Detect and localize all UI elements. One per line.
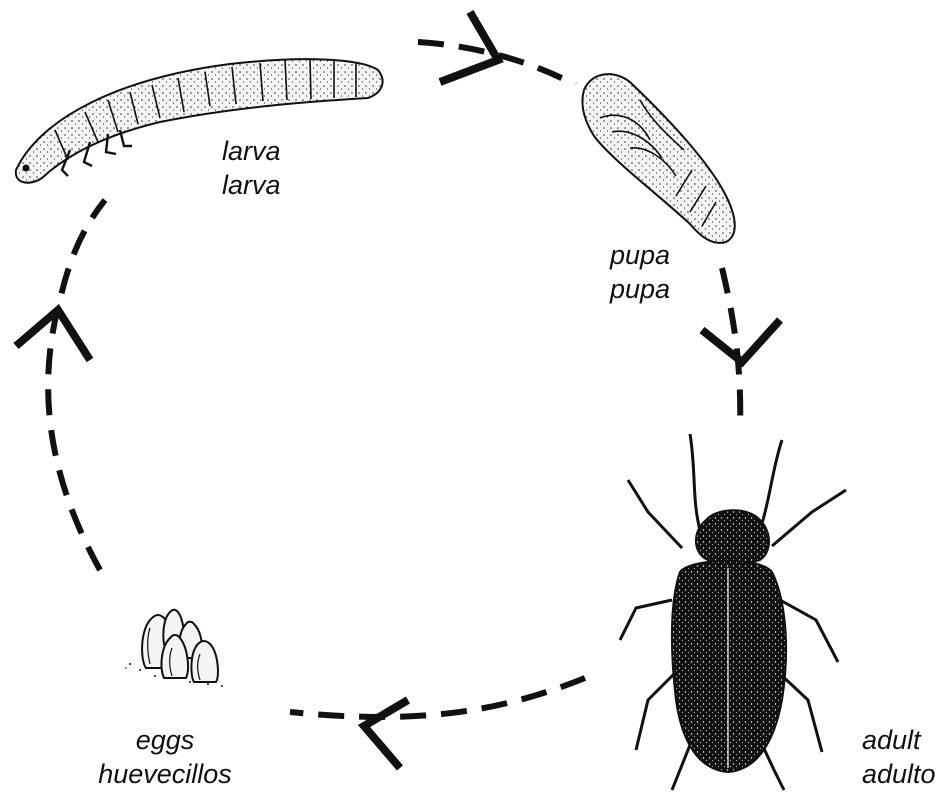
larva-label: larva larva — [222, 134, 281, 202]
arrow-head-to-larva-icon — [16, 310, 90, 360]
eggs-label-es: huevecillos — [90, 757, 240, 791]
pupa-label: pupa pupa — [610, 238, 670, 306]
pupa-label-en: pupa — [610, 238, 670, 272]
larva-label-en: larva — [222, 134, 281, 168]
adult-beetle-illustration — [620, 434, 846, 790]
pupa-illustration — [582, 74, 734, 243]
larva-label-es: larva — [222, 168, 281, 202]
cycle-arc-adult-to-eggs — [290, 678, 585, 717]
adult-label: adult adulto — [862, 723, 936, 791]
arrow-head-to-eggs-icon — [364, 700, 408, 768]
pupa-label-es: pupa — [610, 272, 670, 306]
adult-label-en: adult — [862, 723, 936, 757]
arrow-head-to-adult-icon — [702, 320, 780, 362]
eggs-label: eggs huevecillos — [90, 723, 240, 791]
larva-illustration — [16, 59, 383, 183]
eggs-illustration — [125, 610, 223, 687]
eggs-label-en: eggs — [90, 723, 240, 757]
cycle-arc-eggs-to-larva — [48, 200, 105, 570]
adult-label-es: adulto — [862, 757, 936, 791]
